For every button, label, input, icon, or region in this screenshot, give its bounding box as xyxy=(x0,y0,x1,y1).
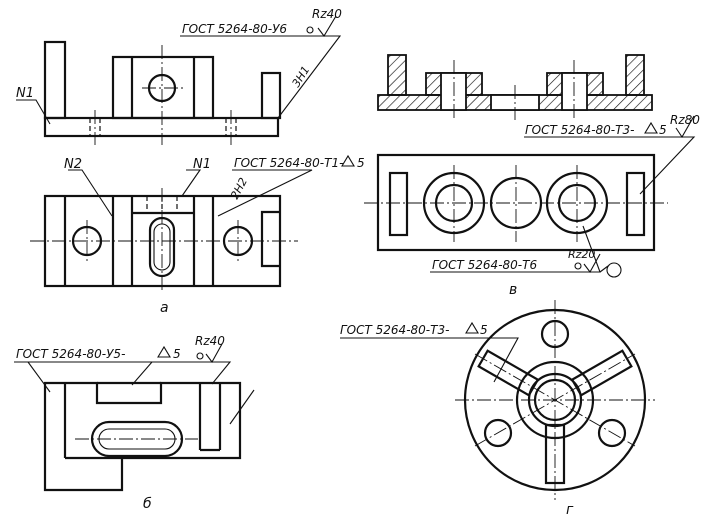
view-a-front xyxy=(16,15,342,145)
view-a-leg-mid: 5 xyxy=(357,156,365,170)
view-b-label: б xyxy=(143,496,152,512)
view-g-leg: 5 xyxy=(480,323,488,337)
view-v-gost-bottom: ГОСТ 5264-80-Т6 xyxy=(432,258,537,272)
view-a-gost-top: ГОСТ 5264-80-У6 xyxy=(182,22,287,36)
view-g-gost: ГОСТ 5264-80-Т3- xyxy=(340,323,449,337)
view-b-triangle-icon xyxy=(157,345,171,358)
view-a-n2-label: N2 xyxy=(64,157,82,172)
view-v-leg-top: 5 xyxy=(659,123,667,137)
view-v-plan xyxy=(364,115,696,278)
view-a-triangle-icon xyxy=(341,154,355,167)
view-b-gost: ГОСТ 5264-80-У5- xyxy=(16,347,125,361)
view-v-section xyxy=(377,54,653,120)
view-a-n1-label: N1 xyxy=(16,86,34,101)
view-a-weld-2n2: 2Н2 xyxy=(228,176,250,202)
view-v-label: в xyxy=(509,282,517,298)
view-g-triangle-icon xyxy=(465,321,479,334)
view-v-roughness-top: Rz80 xyxy=(670,113,700,127)
view-b-roughness: Rz40 xyxy=(195,334,225,348)
view-b xyxy=(14,343,255,492)
view-v-roughness-bottom: Rz20 xyxy=(568,248,595,261)
view-g-label: г xyxy=(566,502,574,516)
view-g xyxy=(340,300,655,500)
view-a-roughness-top: Rz40 xyxy=(312,7,342,21)
view-b-leg: 5 xyxy=(173,347,181,361)
view-v-triangle-icon xyxy=(644,121,658,134)
view-a-plan xyxy=(30,169,313,292)
view-a-n1-mid-label: N1 xyxy=(193,157,211,172)
view-v-gost-top: ГОСТ 5264-80-Т3- xyxy=(525,123,634,137)
view-a-label: а xyxy=(160,300,169,316)
view-a-gost-mid: ГОСТ 5264-80-Т1- xyxy=(234,156,343,170)
